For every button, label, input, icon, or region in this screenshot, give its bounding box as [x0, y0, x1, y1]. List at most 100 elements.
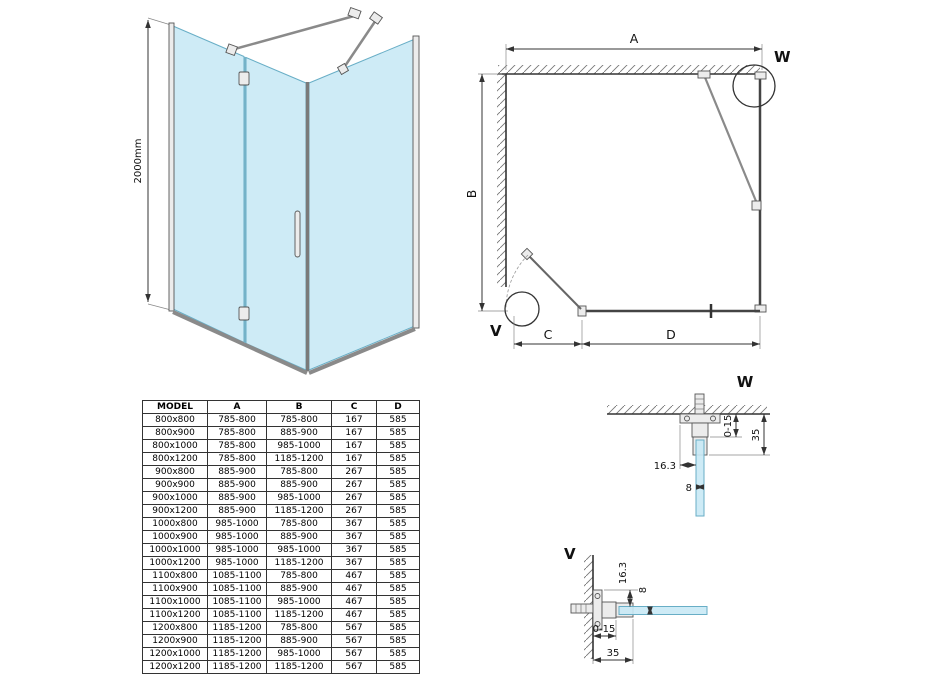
bottom-hinge [238, 306, 250, 321]
table-cell: 567 [331, 621, 377, 635]
support-bar-side [341, 19, 378, 70]
dim-offset-label-v: 16.3 [618, 562, 629, 584]
column-header: D [376, 400, 420, 414]
table-cell: 585 [376, 660, 420, 674]
table-cell: 585 [376, 504, 420, 518]
table-cell: 585 [376, 413, 420, 427]
frame-profiles [168, 22, 420, 375]
table-cell: 167 [331, 439, 377, 453]
table-cell: 267 [331, 465, 377, 479]
dim-thickness-label-v: 8 [638, 587, 649, 593]
table-cell: 367 [331, 556, 377, 570]
screw [594, 593, 601, 599]
table-cell: 167 [331, 413, 377, 427]
height-dim-label: 2000mm [133, 139, 144, 184]
column-header: A [207, 400, 267, 414]
left-wall-profile [168, 22, 175, 312]
table-cell: 1085-1100 [207, 595, 267, 609]
column-header: B [266, 400, 332, 414]
table-cell: 585 [376, 543, 420, 557]
table-cell: 585 [376, 530, 420, 544]
dim-a-label: A [630, 31, 639, 46]
table-cell: 367 [331, 530, 377, 544]
table-cell: 785-800 [207, 426, 267, 440]
table-cell: 800x900 [142, 426, 208, 440]
table-cell: 585 [376, 439, 420, 453]
table-cell: 1200x1000 [142, 647, 208, 661]
detail-v-circle [504, 291, 540, 327]
dim-adjust-label-w: 0-15 [723, 415, 734, 438]
table-cell: 900x1200 [142, 504, 208, 518]
threaded-rod [570, 603, 594, 614]
table-cell: 800x1000 [142, 439, 208, 453]
table-cell: 1200x800 [142, 621, 208, 635]
table-cell: 785-800 [266, 517, 332, 531]
detail-w-title: W [737, 373, 754, 391]
table-cell: 885-900 [266, 530, 332, 544]
walls-plan [497, 65, 760, 287]
table-cell: 985-1000 [266, 439, 332, 453]
door-tip-profile [520, 247, 534, 261]
dim-d-label: D [666, 327, 676, 342]
corner-profile [754, 304, 767, 313]
table-cell: 267 [331, 478, 377, 492]
dim-offset-label-w: 16.3 [654, 461, 676, 472]
table-cell: 585 [376, 465, 420, 479]
top-wall-hatch [498, 65, 760, 74]
door-hardware [238, 57, 301, 343]
support-bar-front [230, 14, 355, 52]
table-cell: 885-900 [207, 478, 267, 492]
adjuster-block [601, 601, 617, 619]
table-cell: 985-1000 [207, 530, 267, 544]
table-cell: 1185-1200 [266, 504, 332, 518]
detail-v-title: V [564, 545, 576, 563]
table-cell: 1000x1000 [142, 543, 208, 557]
dim-b: B [464, 73, 508, 312]
dim-thickness-label-w: 8 [686, 483, 692, 494]
table-cell: 1185-1200 [207, 647, 267, 661]
table-cell: 985-1000 [207, 556, 267, 570]
table-cell: 1100x800 [142, 569, 208, 583]
side-panel-plan [754, 71, 767, 313]
table-cell: 585 [376, 556, 420, 570]
table-cell: 1000x1200 [142, 556, 208, 570]
height-dimension: 2000mm [133, 17, 172, 311]
wall-anchor-plan [697, 70, 711, 79]
table-cell: 985-1000 [207, 543, 267, 557]
table-cell: 885-900 [266, 582, 332, 596]
dim-offset-v: 16.3 [604, 562, 638, 607]
dim-c-label: C [544, 327, 553, 342]
table-cell: 785-800 [207, 452, 267, 466]
table-cell: 167 [331, 426, 377, 440]
table-cell: 1200x1200 [142, 660, 208, 674]
table-cell: 585 [376, 569, 420, 583]
right-wall-profile [412, 35, 420, 329]
table-cell: 985-1000 [266, 491, 332, 505]
table-cell: 785-800 [266, 465, 332, 479]
dim-a: A [505, 31, 763, 70]
table-cell: 467 [331, 582, 377, 596]
table-cell: 1100x1200 [142, 608, 208, 622]
detail-v-ref-label: V [490, 322, 502, 340]
wall-section-w [607, 405, 770, 415]
detail-v-view: V 16.3 8 0-15 [564, 545, 708, 664]
table-cell: 585 [376, 608, 420, 622]
table-cell: 585 [376, 621, 420, 635]
fixed-front-glass [172, 25, 245, 344]
dim-adjust-label-v: 0-15 [593, 624, 616, 635]
door-swing-arc [505, 254, 529, 310]
